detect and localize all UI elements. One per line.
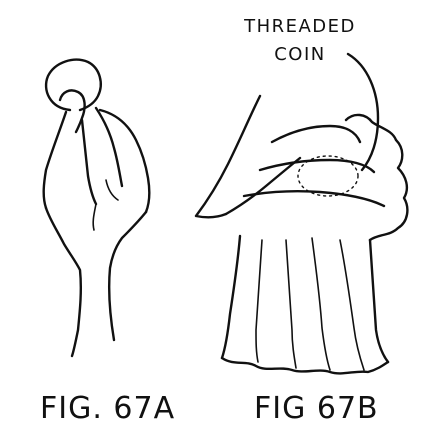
hand-a-illustration (44, 60, 150, 356)
finger-a1 (44, 112, 66, 208)
coin-a (46, 60, 101, 110)
callout-leader-line (348, 54, 378, 170)
panel-b: THREADED COIN FIG 67B (196, 16, 407, 426)
hand-b-thumb (226, 158, 300, 214)
hand-b-finger-1 (272, 126, 360, 142)
crease-a2 (106, 180, 118, 200)
finger-a4 (100, 110, 149, 212)
caption-b: FIG 67B (254, 391, 379, 426)
palm-a-right (109, 212, 146, 340)
crease-a (93, 204, 96, 230)
cloth-right-edge (370, 240, 388, 362)
cloth-fold-2 (286, 240, 296, 368)
panel-a: FIG. 67A (40, 60, 175, 426)
callout-line-2: COIN (274, 44, 326, 65)
cloth-left-edge (222, 236, 240, 358)
finger-a2 (82, 120, 96, 204)
callout-line-1: THREADED (243, 16, 356, 37)
cloth-fold-1 (256, 240, 262, 362)
cloth-fold-3 (312, 238, 330, 370)
thumb-a (60, 90, 85, 132)
cloth-fold-4 (340, 240, 364, 370)
caption-a: FIG. 67A (40, 391, 175, 426)
palm-a (46, 208, 81, 356)
